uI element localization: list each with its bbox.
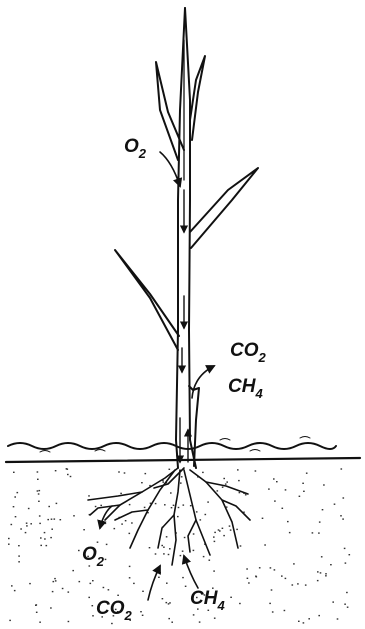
- ch4-root-uptake-arrow: [184, 556, 198, 588]
- gas-exchange-arrows: [100, 152, 214, 600]
- water-surface: [6, 437, 360, 463]
- co2-ch4-release-arrow: [192, 366, 214, 398]
- plant-stem: [176, 8, 196, 468]
- plant-leaves: [115, 56, 258, 350]
- co2-root-uptake-arrow: [148, 566, 160, 600]
- co2-label-stem: CO2: [230, 340, 267, 365]
- ch4-label-stem: CH4: [228, 376, 263, 401]
- co2-label-root: CO2: [96, 598, 133, 623]
- soil-stipple: [8, 468, 350, 624]
- stem-flow-arrows: [180, 190, 188, 462]
- plant-roots: [88, 468, 250, 565]
- o2-label-top: O2: [124, 136, 147, 161]
- ch4-label-root: CH4: [190, 588, 225, 613]
- o2-label-root: O2: [82, 544, 105, 569]
